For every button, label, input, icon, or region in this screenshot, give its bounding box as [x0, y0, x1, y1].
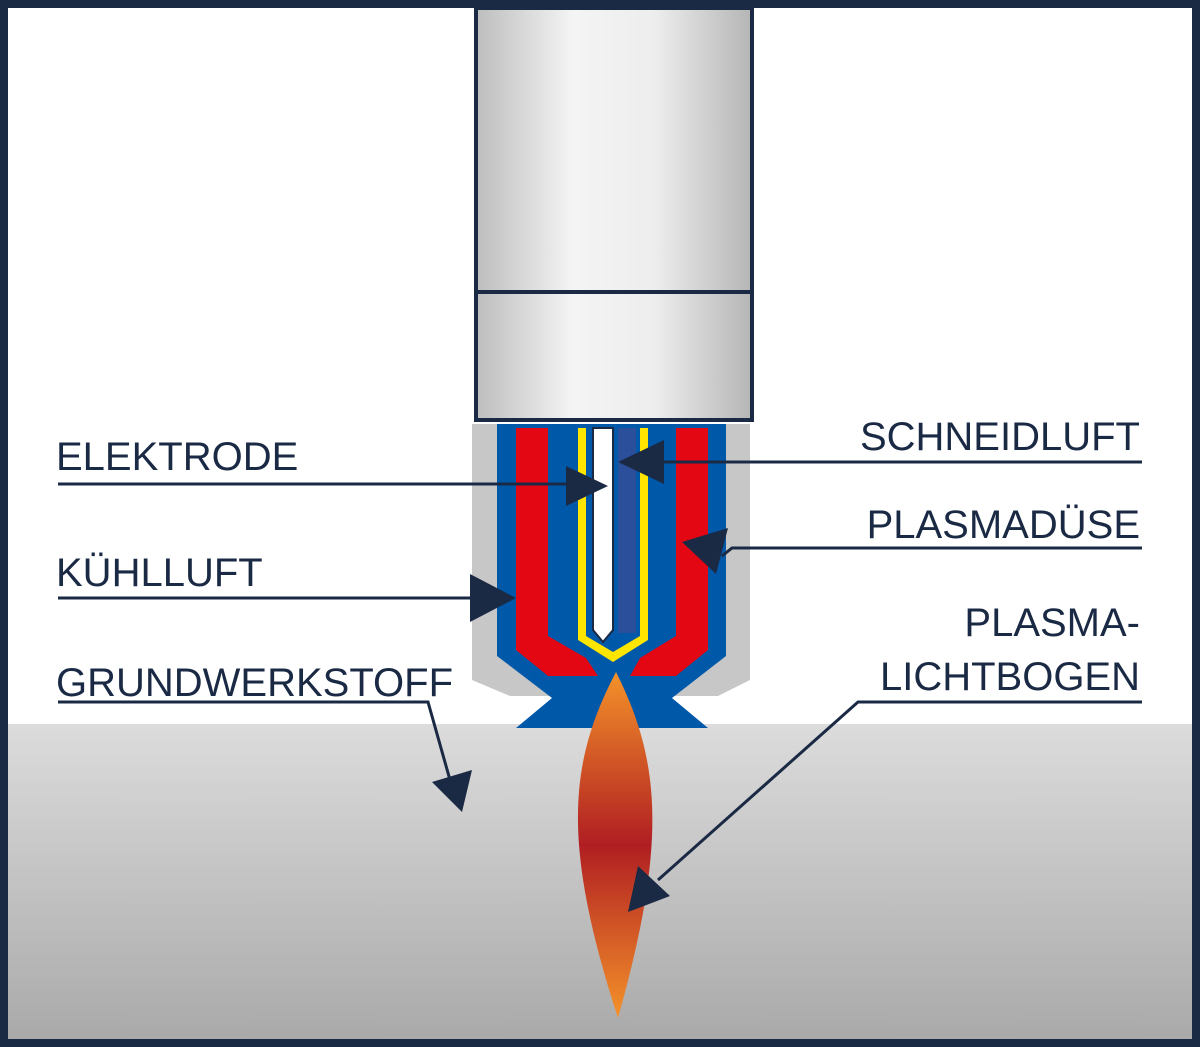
label-plasma-line1: PLASMA- [964, 601, 1140, 645]
arrowhead-plasmaduese [682, 528, 728, 574]
arrowheads [432, 440, 728, 912]
arrowhead-schneidluft [618, 440, 664, 484]
leader-grundwerkstoff [58, 700, 452, 781]
arrowhead-kuehlluft [470, 574, 516, 622]
label-schneidluft: SCHNEIDLUFT [860, 415, 1140, 459]
label-kuehlluft: KÜHLLUFT [56, 551, 263, 595]
cutting-air-channel [618, 428, 636, 633]
plasma-nozzle-red-right [630, 428, 708, 676]
leader-plasmalichtbogen [657, 700, 1142, 882]
arrowhead-plasmalichtbogen [628, 866, 670, 912]
arrowhead-grundwerkstoff [432, 770, 472, 812]
leader-plasmaduese [721, 546, 1142, 558]
arrowhead-elektrode [566, 466, 608, 506]
label-plasmaduese: PLASMADÜSE [867, 503, 1140, 547]
electrode [592, 427, 614, 644]
label-elektrode: ELEKTRODE [56, 435, 298, 479]
label-grundwerkstoff: GRUNDWERKSTOFF [56, 661, 453, 705]
torch-body [474, 6, 754, 422]
leaders [58, 460, 1142, 882]
label-plasma-line2: LICHTBOGEN [880, 655, 1140, 699]
plasma-nozzle-red [516, 428, 598, 676]
plasma-arc [577, 672, 653, 1018]
